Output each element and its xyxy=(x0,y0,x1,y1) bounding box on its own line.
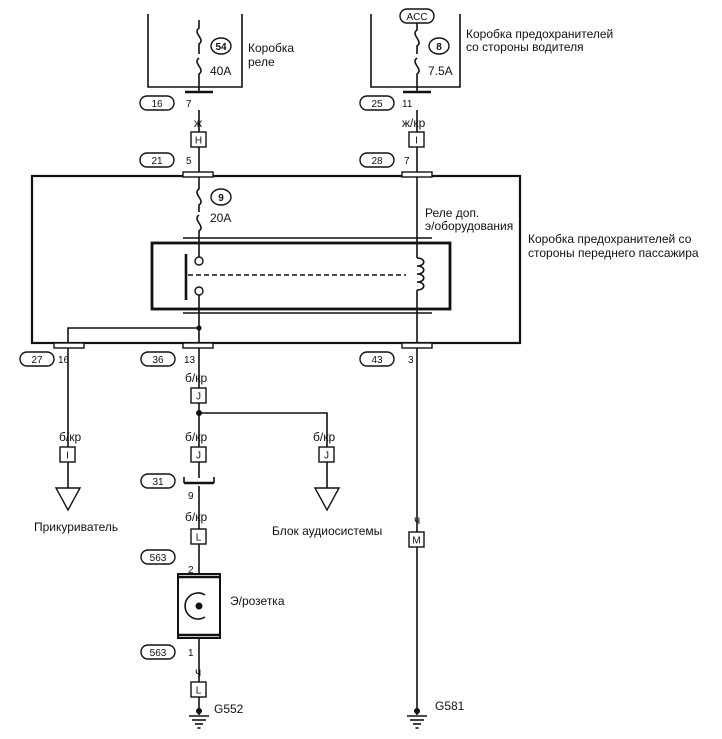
connector-25-label: 25 xyxy=(371,99,383,110)
connector-31-group: 31 9 б/кр L xyxy=(140,473,215,575)
relay-label: Реле доп. э/оборудования xyxy=(425,206,513,233)
connector-28 xyxy=(359,152,395,168)
fuse-8-number: 8 xyxy=(436,42,442,53)
lighter-letter-box xyxy=(59,446,76,463)
audio-label: Блок аудиосистемы xyxy=(272,524,382,538)
ground-right-letter: M xyxy=(412,536,420,547)
fuse-9-number: 9 xyxy=(218,193,224,204)
connector-16 xyxy=(139,95,175,111)
connector-563-top-label: 563 xyxy=(150,553,167,564)
trunk-letter: J xyxy=(196,392,201,403)
pin-7-passenger: 7 xyxy=(404,156,410,167)
ground-right-group: ч M G581 xyxy=(407,348,465,729)
trunk-letter-box xyxy=(190,387,207,404)
connector-36-label: 36 xyxy=(152,355,164,366)
relay-contact-bottom xyxy=(194,286,204,296)
socket-wire-letter-box xyxy=(190,528,207,545)
pin-13: 13 xyxy=(184,355,196,366)
wire-driver-to-passenger: ж/кр I xyxy=(402,110,426,172)
connector-31-label: 31 xyxy=(152,477,164,488)
connector-563-top xyxy=(140,549,176,565)
audio-letter: J xyxy=(324,451,329,462)
relay-box-label: Коробка реле xyxy=(248,41,297,69)
socket-wire-color: б/кр xyxy=(185,510,207,524)
connector-563-bottom xyxy=(140,644,176,660)
wire-letter-box-I-top xyxy=(408,131,425,148)
ground-left-wire-color: ч xyxy=(195,665,201,679)
trunk-wire-color: б/кр xyxy=(185,371,207,385)
fuse-8-badge xyxy=(428,37,450,55)
connector-16-label: 16 xyxy=(151,99,163,110)
pin-9: 9 xyxy=(188,491,194,502)
audio-wire-color: б/кр xyxy=(313,430,335,444)
pin-16: 16 xyxy=(58,355,70,366)
driver-fuse-box: Коробка предохранителей со стороны водит… xyxy=(359,8,617,111)
driver-fuse-box-label: Коробка предохранителей со стороны водит… xyxy=(466,27,617,54)
ground-left-letter: L xyxy=(196,686,202,697)
ground-left-letter-box xyxy=(190,681,207,698)
lighter-letter: I xyxy=(66,451,69,462)
ground-right-wire-color: ч xyxy=(414,513,420,527)
connector-27 xyxy=(19,351,55,367)
connector-43 xyxy=(359,351,395,367)
mid-trunk: б/кр J б/кр J xyxy=(185,348,328,488)
connector-21-label: 21 xyxy=(151,156,163,167)
connector-28-label: 28 xyxy=(371,156,383,167)
fuse-8: 8 7.5A xyxy=(414,23,453,87)
audio-letter-box xyxy=(318,446,335,463)
audio-arrow xyxy=(313,487,341,512)
audio-branch: б/кр J Блок аудиосистемы xyxy=(272,430,382,538)
lighter-branch: б/кр I Прикуриватель xyxy=(34,348,118,534)
ground-left-group: ч L G552 xyxy=(189,638,244,729)
fuse-8-rating: 7.5A xyxy=(428,64,453,78)
mid-branch-letter: J xyxy=(196,451,201,462)
ground-left-label: G552 xyxy=(214,702,244,716)
relay-box: Коробка реле 54 40A 16 7 xyxy=(139,14,297,111)
socket-wire-letter: L xyxy=(196,533,202,544)
passenger-box-label: Коробка предохранителей со стороны перед… xyxy=(528,232,699,260)
fuse-54-rating: 40A xyxy=(210,64,231,78)
passenger-fuse-box: Коробка предохранителей со стороны перед… xyxy=(30,171,699,349)
fuse-9: 9 20A xyxy=(196,177,232,240)
ground-right-letter-box xyxy=(408,531,425,548)
pin-7-relay: 7 xyxy=(186,99,192,110)
lighter-label: Прикуриватель xyxy=(34,520,118,534)
lighter-wire-color: б/кр xyxy=(59,430,81,444)
accessory-relay xyxy=(150,237,452,314)
pin-5: 5 xyxy=(186,156,192,167)
wire-relay-to-passenger: ж H xyxy=(190,110,207,172)
wire-color-zh: ж xyxy=(194,116,202,130)
wire-color-zh-kr: ж/кр xyxy=(402,116,426,130)
fuse-54: 54 40A xyxy=(196,20,232,87)
wire-letter-I-top: I xyxy=(415,136,418,147)
fuse-9-badge xyxy=(210,188,232,206)
socket-label: Э/розетка xyxy=(230,594,285,608)
acc-label: ACC xyxy=(406,12,427,23)
connector-25 xyxy=(359,95,395,111)
power-socket-group: 563 2 Э/розетка 563 1 xyxy=(140,549,285,660)
pin-1: 1 xyxy=(188,648,194,659)
relay-coil xyxy=(416,257,425,291)
fuse-9-rating: 20A xyxy=(210,211,231,225)
pin-3: 3 xyxy=(408,355,414,366)
lighter-arrow xyxy=(54,487,82,512)
mid-branch-color: б/кр xyxy=(185,430,207,444)
ground-right-label: G581 xyxy=(435,699,465,713)
wire-letter-H: H xyxy=(195,136,202,147)
fuse-54-badge xyxy=(210,37,232,55)
connector-31 xyxy=(140,473,176,489)
connector-43-label: 43 xyxy=(371,355,383,366)
socket-icon xyxy=(184,592,206,620)
connector-563-bottom-label: 563 xyxy=(150,648,167,659)
connector-36 xyxy=(140,351,176,367)
wire-letter-box-H xyxy=(190,131,207,148)
connector-21 xyxy=(139,152,175,168)
connector-27-label: 27 xyxy=(31,355,43,366)
fuse-54-number: 54 xyxy=(215,42,227,53)
relay-contact-top xyxy=(194,256,204,266)
mid-branch-letter-box xyxy=(190,446,207,463)
pin-2: 2 xyxy=(188,565,194,576)
pin-11-driver: 11 xyxy=(402,99,413,110)
